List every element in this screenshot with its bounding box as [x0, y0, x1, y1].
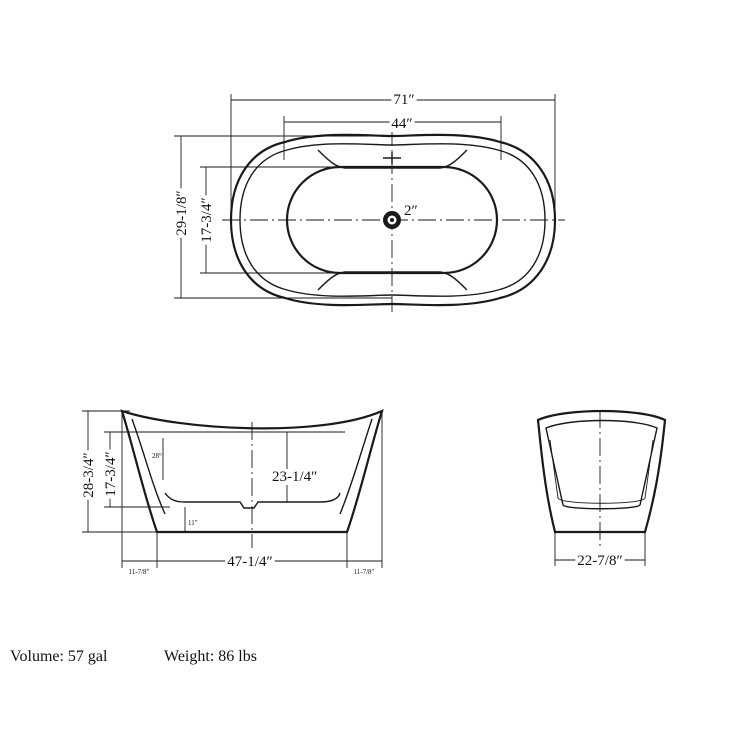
- side-view: 28-3/4″ 17-3/4″ 23-1/4″ 28° 11″ 47-1/4″ …: [81, 409, 384, 576]
- end-inner-wall: [545, 419, 658, 510]
- side-basin-floor: [164, 492, 341, 509]
- dim-overall-height: 28-3/4″: [81, 452, 97, 497]
- end-outer-silhouette: [536, 409, 667, 534]
- dim-inner-width: 17-3/4″: [199, 197, 215, 242]
- backrest-top: [317, 149, 468, 169]
- end-view: 22-7/8″: [536, 409, 667, 569]
- backrest-bottom: [317, 271, 468, 291]
- dim-right-offset: 11-7/8″: [354, 568, 375, 576]
- side-inner-left-wall: [131, 418, 166, 515]
- weight-spec: Weight: 86 lbs: [164, 648, 257, 665]
- dim-bottom-width: 22-7/8″: [577, 553, 622, 569]
- volume-spec: Volume: 57 gal: [10, 648, 108, 665]
- dim-bottom-length: 47-1/4″: [227, 554, 272, 570]
- dim-inner-height: 17-3/4″: [103, 451, 119, 496]
- tub-inner-rim: [239, 143, 546, 297]
- dim-angle: 28°: [152, 452, 162, 460]
- dim-inner-length: 44″: [391, 116, 412, 132]
- side-outer-silhouette: [120, 409, 384, 534]
- dim-depth: 23-1/4″: [272, 469, 317, 485]
- side-inner-right-wall: [339, 418, 373, 515]
- tub-outer-rim: [229, 133, 557, 307]
- dim-base-height: 11″: [188, 519, 198, 527]
- dim-overall-length: 71″: [393, 92, 414, 108]
- dim-drain: 2″: [404, 203, 418, 219]
- dim-overall-width: 29-1/8″: [174, 190, 190, 235]
- top-view: 71″ 44″ 29-1/8″ 17-3/4″ 2″: [174, 92, 565, 312]
- dim-left-offset: 11-7/8″: [129, 568, 150, 576]
